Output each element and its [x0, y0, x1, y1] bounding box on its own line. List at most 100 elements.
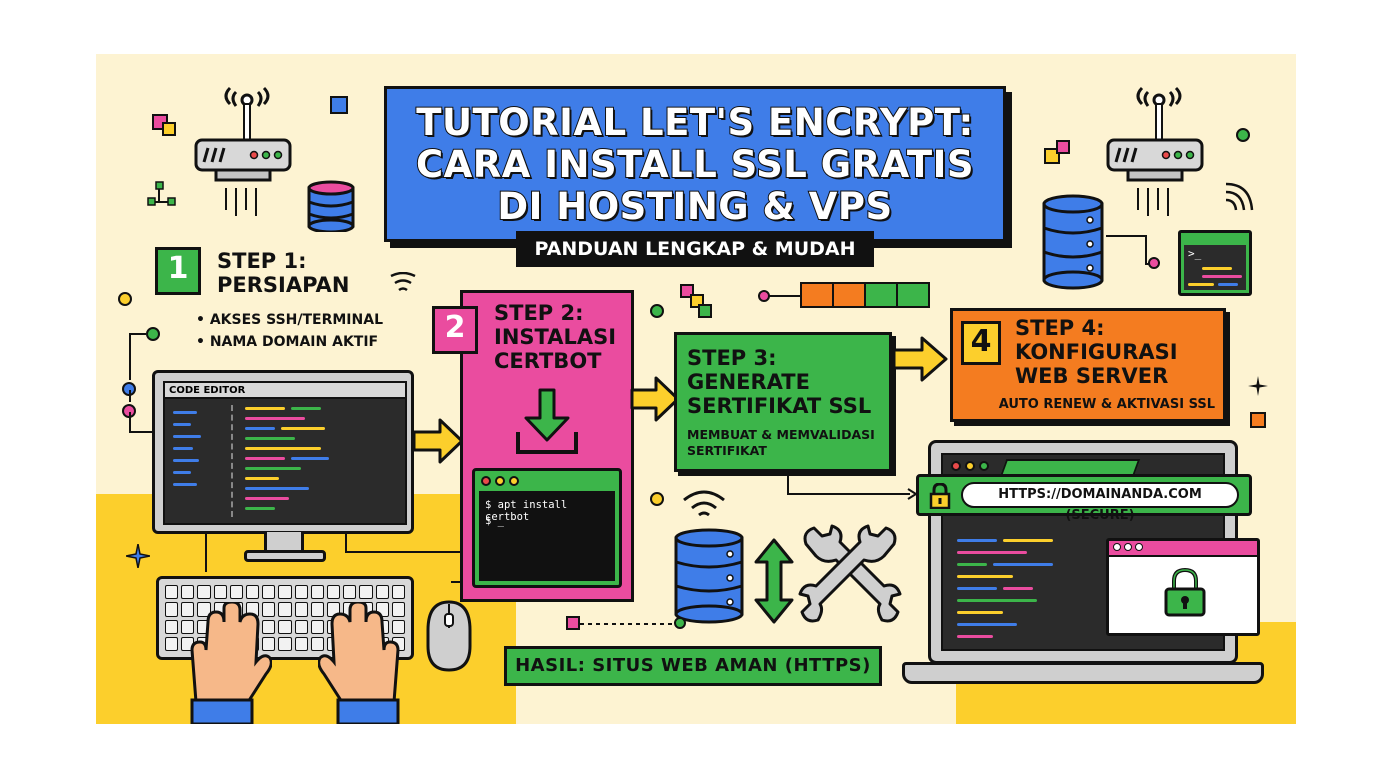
step-1-bullet-2: • NAMA DOMAIN AKTIF: [196, 334, 379, 350]
decor-dot: [650, 304, 664, 318]
step-3-desc-line-1: MEMBUAT & MEMVALIDASI: [687, 427, 875, 442]
lock-icon-large: [1164, 567, 1206, 617]
keyboard-key: [278, 619, 292, 634]
browser-url-bar: HTTPS://DOMAINANDA.COM (SECURE): [916, 474, 1252, 523]
keyboard-key: [197, 585, 211, 600]
sparkle-icon-right: [1248, 376, 1268, 396]
result-text: HASIL: SITUS WEB AMAN (HTTPS): [515, 655, 871, 676]
connector-lines-right: [1106, 235, 1158, 265]
keyboard-key: [262, 636, 276, 651]
keyboard-key: [294, 602, 308, 617]
step-3-desc-line-2: SERTIFIKAT: [687, 443, 767, 458]
step-3-title-line-2: GENERATE: [687, 370, 810, 394]
step-3-panel: STEP 3: GENERATE SERTIFIKAT SSL MEMBUAT …: [674, 332, 892, 472]
decor-dot: [1148, 257, 1160, 269]
keyboard-key: [165, 636, 179, 651]
header-subtitle: PANDUAN LENGKAP & MUDAH: [516, 231, 874, 267]
download-arrow-icon: [516, 388, 578, 454]
sparkle-icon: [126, 544, 150, 568]
keyboard-key: [229, 585, 243, 600]
step-3-title-line-3: SERTIFIKAT SSL: [687, 394, 872, 418]
wrench-icon: [798, 524, 902, 623]
step-4-title-line-3: WEB SERVER: [1015, 364, 1169, 388]
keyboard-key: [278, 602, 292, 617]
decor-square: [698, 304, 712, 318]
code-editor-label: CODE EDITOR: [165, 383, 405, 399]
step-1-title-line-2: PERSIAPAN: [217, 273, 350, 297]
arrow-step3-to-step4: [892, 336, 948, 382]
decor-dot: [146, 327, 160, 341]
header-title-line-2: CARA INSTALL SSL GRATIS: [415, 143, 975, 186]
wifi-icon-right: [1225, 182, 1254, 211]
step-4-panel: 4 STEP 4: KONFIGURASI WEB SERVER AUTO RE…: [950, 308, 1226, 422]
small-terminal-prompt: >_: [1188, 247, 1202, 260]
header-title-line-1: TUTORIAL LET'S ENCRYPT:: [415, 101, 974, 144]
laptop-base: [902, 662, 1264, 684]
keyboard-key: [310, 636, 324, 651]
step-2-title-line-2: INSTALASI: [494, 325, 617, 349]
code-editor-monitor: CODE EDITOR: [152, 370, 414, 534]
arrow-step1-to-step2: [412, 418, 464, 464]
step-4-title-line-1: STEP 4:: [1015, 316, 1105, 340]
decor-dot: [674, 617, 686, 629]
step-4-number: 4: [961, 321, 1001, 365]
router-icon: [194, 86, 292, 216]
connector-dashed: [580, 623, 672, 625]
keyboard-key: [245, 585, 260, 600]
keyboard-key: [391, 619, 405, 634]
database-icon: [1042, 194, 1104, 290]
step-3-title-line-1: STEP 3:: [687, 346, 777, 370]
secure-browser-window: [1106, 538, 1260, 636]
header-title-line-3: DI HOSTING & VPS: [496, 185, 893, 228]
step-1-bullet-1: • AKSES SSH/TERMINAL: [196, 312, 383, 328]
decor-square: [1056, 140, 1070, 154]
server-blocks: [800, 282, 930, 308]
mouse-icon: [426, 600, 472, 672]
keyboard-key: [391, 602, 405, 617]
step-4-title-line-2: KONFIGURASI: [1015, 340, 1178, 364]
hand-icon-left: [190, 602, 272, 724]
header-title-box: TUTORIAL LET'S ENCRYPT: CARA INSTALL SSL…: [384, 86, 1006, 242]
keyboard-key: [359, 585, 373, 600]
keyboard-key: [165, 602, 179, 617]
keyboard-key: [294, 636, 308, 651]
step-1-number: 1: [155, 247, 201, 295]
decor-dot: [1236, 128, 1250, 142]
sync-arrows-icon: [754, 538, 794, 624]
decor-dot: [118, 292, 132, 306]
keyboard-key: [326, 585, 341, 600]
step-2-title-line-1: STEP 2:: [494, 301, 584, 325]
terminal-screen: $ apt install certbot $ _: [479, 491, 615, 581]
wifi-icon: [390, 272, 416, 292]
keyboard-key: [213, 585, 227, 600]
arrow-step2-to-step3: [630, 376, 680, 422]
router-icon-right: [1106, 86, 1204, 216]
database-icon-small: [307, 180, 355, 232]
keyboard-key: [391, 585, 405, 600]
keyboard-key: [181, 585, 195, 600]
step-1-title-line-1: STEP 1:: [217, 249, 307, 273]
keyboard-key: [375, 585, 389, 600]
keyboard-key: [310, 602, 324, 617]
keyboard-key: [262, 619, 276, 634]
terminal-line-1: $ apt install certbot: [485, 499, 568, 523]
keyboard-key: [310, 585, 324, 600]
decor-square: [566, 616, 580, 630]
result-banner: HASIL: SITUS WEB AMAN (HTTPS): [504, 646, 882, 686]
terminal-window: $ apt install certbot $ _: [472, 468, 622, 588]
step-2-number: 2: [432, 306, 478, 354]
browser-url-text[interactable]: HTTPS://DOMAINANDA.COM (SECURE): [961, 482, 1239, 523]
keyboard-key: [310, 619, 324, 634]
monitor-base: [244, 550, 326, 562]
keyboard-key: [181, 619, 195, 634]
keyboard-key: [294, 619, 308, 634]
small-terminal-window: >_: [1178, 230, 1252, 296]
lock-icon: [929, 483, 951, 509]
keyboard-key: [165, 619, 179, 634]
keyboard-key: [278, 636, 292, 651]
keyboard-key: [294, 585, 308, 600]
infographic-canvas: TUTORIAL LET'S ENCRYPT: CARA INSTALL SSL…: [96, 54, 1296, 724]
connector-lines-left: [129, 333, 162, 433]
terminal-line-2: $ _: [485, 515, 504, 527]
connector-step3-to-url: [787, 472, 918, 500]
